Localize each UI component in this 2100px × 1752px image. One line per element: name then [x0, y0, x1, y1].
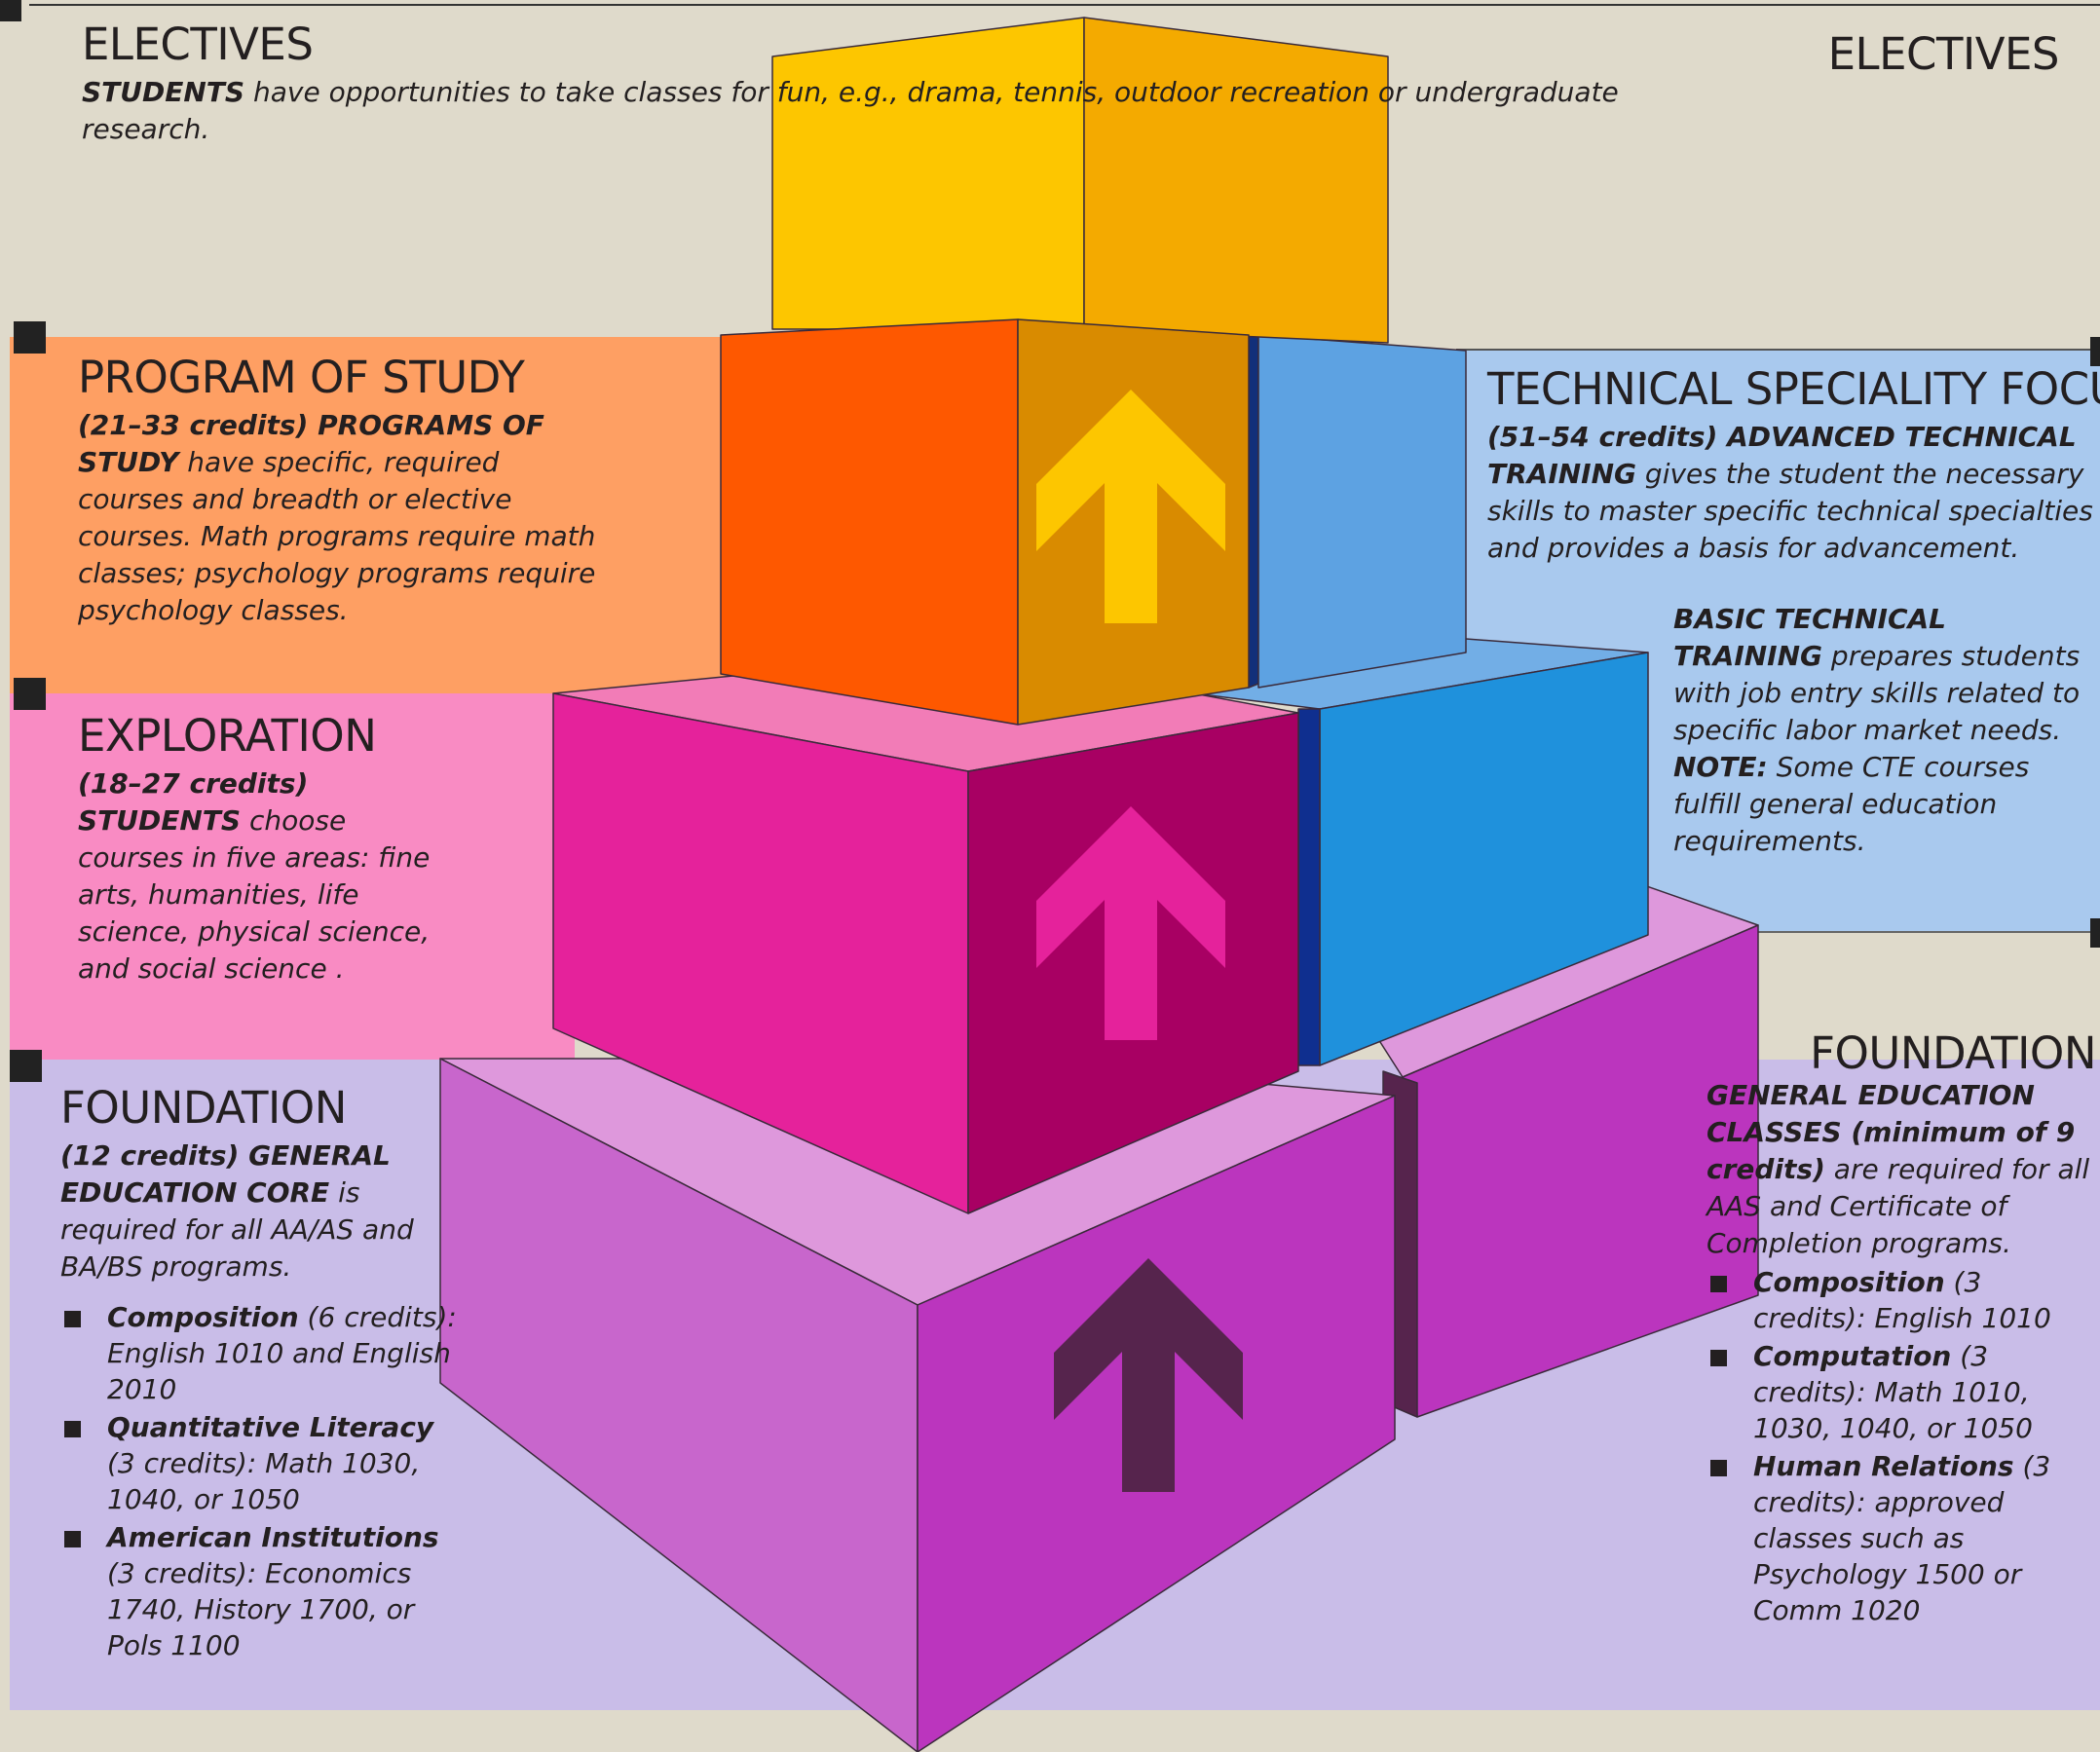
foundation-right-list: Composition (3 credits): English 1010 Co… — [1706, 1264, 2096, 1628]
basic-technical-description: BASIC TECHNICAL TRAINING prepares studen… — [1673, 601, 2092, 860]
list-item-title: Computation — [1753, 1340, 1952, 1372]
technical-description: (51–54 credits) ADVANCED TECHNICAL TRAIN… — [1487, 419, 2096, 567]
list-item-title: American Institutions — [107, 1520, 439, 1553]
electives-text: have opportunities to take classes for f… — [82, 75, 1619, 145]
marker-square — [10, 1050, 42, 1082]
technical-heading: TECHNICAL SPECIALITY FOCUS — [1487, 363, 2100, 415]
list-item-text: (3 credits): Math 1010, 1030, 1040, or 1… — [1753, 1340, 2033, 1444]
bullet-square-icon — [1710, 1276, 1727, 1292]
foundation-left-panel: FOUNDATION (12 credits) GENERAL EDUCATIO… — [60, 1083, 460, 1665]
exploration-lead: (18–27 credits) STUDENTS — [78, 766, 309, 837]
exploration-heading: EXPLORATION — [78, 710, 377, 762]
basic-technical-panel: BASIC TECHNICAL TRAINING prepares studen… — [1673, 601, 2092, 860]
list-item-title: Composition — [1753, 1266, 1945, 1298]
list-item-text: (3 credits): approved classes such as Ps… — [1753, 1450, 2051, 1626]
up-arrow-icon — [1054, 1258, 1243, 1492]
foundation-left-heading: FOUNDATION — [60, 1082, 347, 1134]
bullet-square-icon — [64, 1420, 81, 1437]
foundation-right-panel: GENERAL EDUCATION CLASSES (minimum of 9 … — [1706, 1077, 2096, 1630]
advanced-technical-block-edge — [1248, 334, 1259, 689]
list-item-text: (6 credits): English 1010 and English 20… — [107, 1300, 457, 1405]
bullet-square-icon — [64, 1530, 81, 1547]
bullet-square-icon — [1710, 1350, 1727, 1366]
exploration-description: (18–27 credits) STUDENTS choose courses … — [78, 765, 458, 988]
marker-square — [14, 321, 46, 354]
list-item: Composition (3 credits): English 1010 — [1706, 1264, 2096, 1336]
program-description: (21–33 credits) PROGRAMS OF STUDY have s… — [78, 407, 604, 629]
foundation-band-top-rule — [1456, 931, 2100, 933]
electives-panel: ELECTIVES STUDENTS have opportunities to… — [82, 19, 1660, 148]
list-item-title: Human Relations — [1753, 1450, 2014, 1482]
bullet-square-icon — [1710, 1460, 1727, 1476]
bullet-square-icon — [64, 1310, 81, 1327]
list-item: Computation (3 credits): Math 1010, 1030… — [1706, 1338, 2096, 1446]
technical-text: gives the student the necessary skills t… — [1487, 457, 2093, 564]
program-band — [10, 337, 750, 693]
list-item: Human Relations (3 credits): approved cl… — [1706, 1448, 2096, 1628]
foundation-right-description: GENERAL EDUCATION CLASSES (minimum of 9 … — [1706, 1077, 2096, 1262]
program-heading: PROGRAM OF STUDY — [78, 352, 525, 403]
electives-lead: STUDENTS — [82, 75, 245, 108]
list-item-text: (3 credits): Math 1030, 1040, or 1050 — [107, 1446, 421, 1515]
program-lead: (21–33 credits) PROGRAMS OF STUDY — [78, 408, 544, 478]
foundation-left-text: is required for all AA/AS and BA/BS prog… — [60, 1175, 414, 1283]
foundation-left-description: (12 credits) GENERAL EDUCATION CORE is r… — [60, 1137, 460, 1286]
technical-lead: (51–54 credits) ADVANCED TECHNICAL TRAIN… — [1487, 420, 2077, 490]
note-text: Some CTE courses fulfill general educati… — [1673, 751, 2030, 857]
list-item: Quantitative Literacy (3 credits): Math … — [60, 1409, 460, 1517]
list-item: Composition (6 credits): English 1010 an… — [60, 1299, 460, 1407]
list-item-title: Quantitative Literacy — [107, 1410, 434, 1443]
electives-description: STUDENTS have opportunities to take clas… — [82, 74, 1660, 148]
up-arrow-icon — [1036, 806, 1225, 1040]
marker-square — [2090, 918, 2100, 948]
up-arrow-icon — [1036, 390, 1225, 623]
foundation-right-text: are required for all AAS and Certificate… — [1706, 1153, 2090, 1259]
technical-panel: TECHNICAL SPECIALITY FOCUS (51–54 credit… — [1487, 363, 2100, 567]
marker-square — [0, 0, 21, 21]
program-text: have specific, required courses and brea… — [78, 445, 596, 626]
foundation-left-list: Composition (6 credits): English 1010 an… — [60, 1299, 460, 1663]
basic-technical-lead: BASIC TECHNICAL TRAINING — [1673, 603, 1947, 672]
foundation-block-left-face — [439, 1058, 919, 1752]
electives-heading-right: ELECTIVES — [1827, 28, 2060, 80]
exploration-band — [10, 693, 575, 1060]
list-item-text: (3 credits): English 1010 — [1753, 1266, 2051, 1334]
marker-square — [14, 678, 46, 710]
list-item: American Institutions (3 credits): Econo… — [60, 1519, 460, 1663]
electives-top-rule — [29, 4, 2100, 6]
note-label: NOTE: — [1673, 751, 1768, 783]
program-block-left-face — [720, 318, 1019, 726]
advanced-technical-block-face — [1257, 334, 1467, 689]
basic-technical-text: prepares students with job entry skills … — [1673, 640, 2081, 746]
exploration-text: choose courses in five areas: fine arts,… — [78, 803, 431, 985]
foundation-left-lead: (12 credits) GENERAL EDUCATION CORE — [60, 1138, 391, 1209]
program-panel: PROGRAM OF STUDY (21–33 credits) PROGRAM… — [78, 353, 604, 629]
electives-heading: ELECTIVES — [82, 19, 314, 70]
foundation-right-heading: FOUNDATION — [1810, 1027, 2096, 1079]
list-item-text: (3 credits): Economics 1740, History 170… — [107, 1556, 415, 1661]
list-item-title: Composition — [107, 1300, 299, 1333]
foundation-right-lead: GENERAL EDUCATION CLASSES (minimum of 9 … — [1706, 1079, 2076, 1185]
marker-square — [2090, 337, 2100, 366]
basic-technical-block-edge — [1297, 708, 1321, 1066]
exploration-panel: EXPLORATION (18–27 credits) STUDENTS cho… — [78, 711, 458, 988]
electives-block-right-face — [1083, 17, 1389, 344]
